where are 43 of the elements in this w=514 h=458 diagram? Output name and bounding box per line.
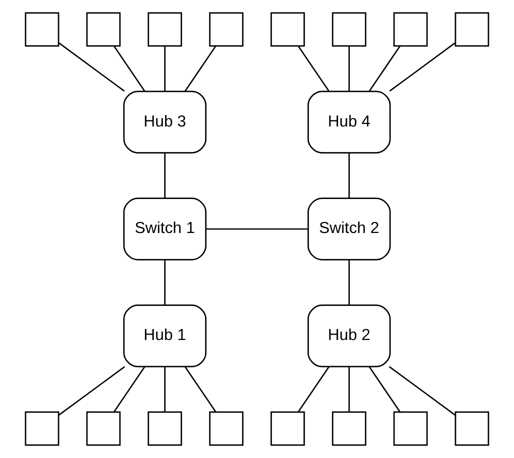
connector [298, 366, 330, 412]
node-box [454, 411, 490, 446]
connector [348, 366, 350, 412]
connector [388, 366, 456, 416]
connector [206, 228, 308, 230]
node-box: Hub 1 [123, 304, 206, 368]
node-box: Hub 4 [308, 90, 391, 154]
connector [58, 366, 126, 416]
node-box [332, 411, 366, 446]
connector [164, 366, 166, 412]
connector [114, 46, 146, 92]
node-box [209, 411, 244, 446]
node-box [86, 12, 121, 47]
connector [164, 152, 166, 198]
node-box: Hub 2 [308, 304, 391, 368]
connector [114, 366, 146, 412]
connector [184, 46, 216, 92]
node-box: Switch 1 [123, 198, 206, 260]
connector [389, 42, 456, 92]
connector [368, 46, 400, 92]
connector [348, 152, 350, 198]
connector [348, 260, 350, 305]
node-box [393, 411, 428, 446]
connector [348, 46, 350, 92]
node-box [148, 411, 182, 446]
node-box [332, 12, 366, 47]
connector [58, 42, 125, 92]
connector [184, 366, 216, 412]
node-box [270, 12, 305, 47]
node-box [454, 12, 490, 47]
node-box: Switch 2 [308, 198, 391, 260]
node-box [24, 12, 60, 47]
node-box: Hub 3 [123, 90, 206, 154]
node-box [148, 12, 182, 47]
connector [164, 260, 166, 305]
connector [368, 366, 400, 412]
node-box [24, 411, 60, 446]
connector [298, 46, 330, 92]
node-box [270, 411, 305, 446]
node-box [209, 12, 244, 47]
node-box [86, 411, 121, 446]
connector [164, 46, 166, 92]
node-box [393, 12, 428, 47]
